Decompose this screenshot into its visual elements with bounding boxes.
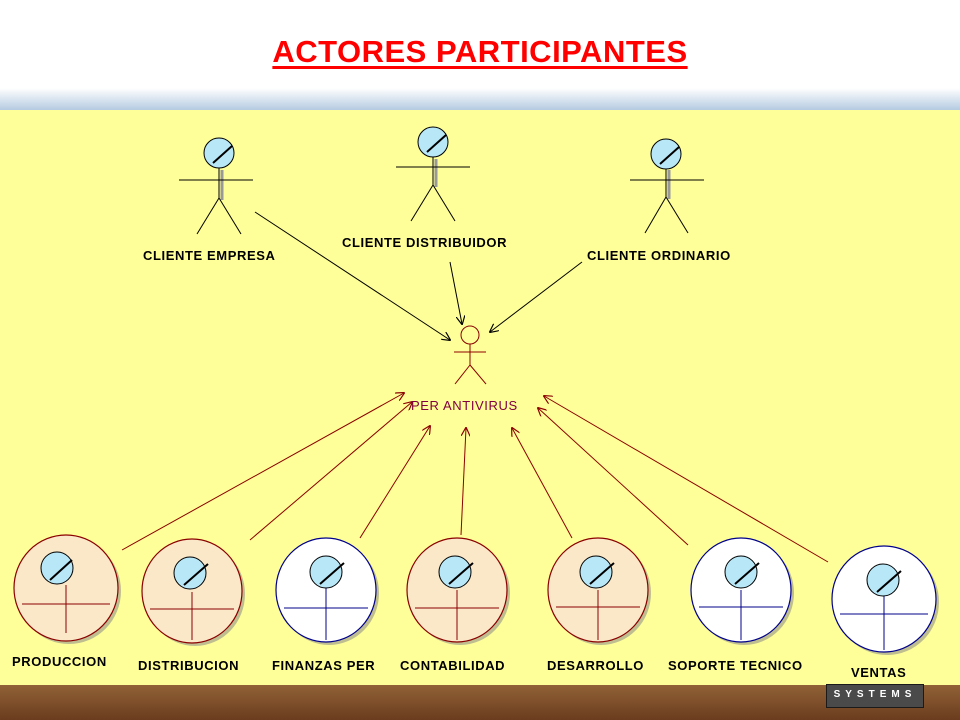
business-worker-icon bbox=[13, 534, 121, 644]
actor-cliente-ordinario[interactable]: CLIENTE ORDINARIO bbox=[587, 138, 731, 263]
actor-label: CLIENTE DISTRIBUIDOR bbox=[342, 235, 507, 250]
bottom-arrows bbox=[121, 393, 829, 563]
business-worker-icon bbox=[831, 545, 939, 655]
stick-figure-icon bbox=[396, 126, 470, 222]
arrow-contabilidad bbox=[460, 428, 466, 536]
page-title: ACTORES PARTICIPANTES bbox=[272, 34, 688, 69]
logo-text: SYSTEMS bbox=[833, 689, 917, 700]
arrow-finanzas-per bbox=[359, 426, 430, 539]
actor-cliente-distribuidor[interactable]: CLIENTE DISTRIBUIDOR bbox=[342, 126, 507, 250]
actor-label: SOPORTE TECNICO bbox=[668, 658, 803, 673]
actor-label: PER ANTIVIRUS bbox=[411, 398, 518, 413]
actor-label: CLIENTE EMPRESA bbox=[143, 248, 276, 263]
actor-label: FINANZAS PER bbox=[272, 658, 375, 673]
title-band: ACTORES PARTICIPANTES bbox=[0, 0, 960, 110]
actor-label: DISTRIBUCION bbox=[138, 658, 239, 673]
actor-label: VENTAS bbox=[851, 665, 906, 680]
actor-cliente-empresa[interactable]: CLIENTE EMPRESA bbox=[143, 137, 276, 263]
stick-figure-icon bbox=[179, 137, 253, 235]
actor-desarrollo[interactable]: DESARROLLO bbox=[547, 537, 651, 673]
business-worker-icon bbox=[547, 537, 651, 645]
business-worker-icon bbox=[275, 537, 379, 645]
arrow-distribucion bbox=[249, 402, 412, 541]
actor-produccion[interactable]: PRODUCCION bbox=[12, 534, 121, 669]
stick-figure-icon bbox=[454, 325, 487, 385]
arrow-produccion bbox=[121, 393, 404, 551]
arrow-cliente-distribuidor bbox=[449, 261, 462, 324]
arrow-desarrollo bbox=[512, 428, 573, 539]
actor-label: DESARROLLO bbox=[547, 658, 644, 673]
business-worker-icon bbox=[141, 538, 245, 646]
actor-label: CLIENTE ORDINARIO bbox=[587, 248, 731, 263]
actor-label: CONTABILIDAD bbox=[400, 658, 505, 673]
actor-distribucion[interactable]: DISTRIBUCION bbox=[138, 538, 245, 673]
business-worker-icon bbox=[690, 537, 794, 645]
actor-finanzas-per[interactable]: FINANZAS PER bbox=[272, 537, 379, 673]
top-arrows bbox=[254, 211, 583, 340]
actor-per-antivirus[interactable]: PER ANTIVIRUS bbox=[411, 325, 518, 413]
actor-label: PRODUCCION bbox=[12, 654, 107, 669]
actor-contabilidad[interactable]: CONTABILIDAD bbox=[400, 537, 510, 673]
arrow-soporte-tecnico bbox=[538, 408, 689, 546]
arrow-cliente-ordinario bbox=[490, 261, 583, 332]
business-worker-icon bbox=[406, 537, 510, 645]
company-logo: SYSTEMS bbox=[826, 684, 924, 708]
arrow-ventas bbox=[544, 396, 829, 563]
actor-ventas[interactable]: VENTAS bbox=[831, 545, 939, 680]
actor-soporte-tecnico[interactable]: SOPORTE TECNICO bbox=[668, 537, 803, 673]
arrow-cliente-empresa bbox=[254, 211, 450, 340]
stick-figure-icon bbox=[630, 138, 704, 234]
